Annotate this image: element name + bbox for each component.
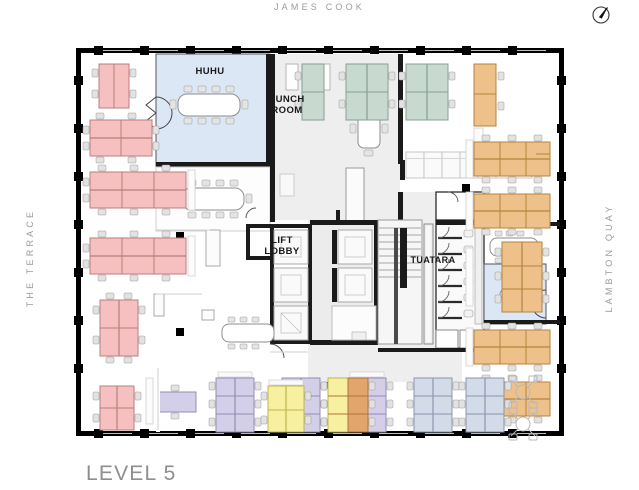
street-label-north: JAMES COOK xyxy=(273,2,365,12)
purple-desk-cluster xyxy=(145,377,197,425)
yellow-orange-desk-cluster xyxy=(320,377,376,433)
room-label-tuatara: TUATARA xyxy=(410,255,456,265)
room-label-lift: LIFT LOBBY xyxy=(264,235,300,257)
south-table xyxy=(221,316,275,350)
north-arrow-icon xyxy=(589,2,613,26)
lift-car-east xyxy=(337,229,373,303)
purple-desk-cluster xyxy=(208,371,262,433)
lightblue-desk-cluster xyxy=(406,377,460,433)
orange-desk-cluster xyxy=(465,63,551,424)
lift-lobby xyxy=(245,207,378,359)
perimeter-wall xyxy=(76,48,564,436)
page-title: LEVEL 5 xyxy=(86,462,177,485)
round-breakout-table xyxy=(508,375,538,441)
room-huhu xyxy=(145,53,271,167)
floor-plan-drawing xyxy=(70,42,570,442)
stair xyxy=(377,219,434,345)
room-label-lunch: LUNCH ROOM xyxy=(269,94,305,116)
lightblue-desk-cluster xyxy=(458,377,512,433)
street-label-east: LAMBTON QUAY xyxy=(604,203,614,313)
pink-desk-cluster xyxy=(82,63,196,431)
room-label-huhu: HUHU xyxy=(195,66,225,77)
green-desk-cluster xyxy=(294,63,456,121)
yellow-desk-cluster xyxy=(260,379,312,433)
street-label-west: THE TERRACE xyxy=(25,208,35,308)
